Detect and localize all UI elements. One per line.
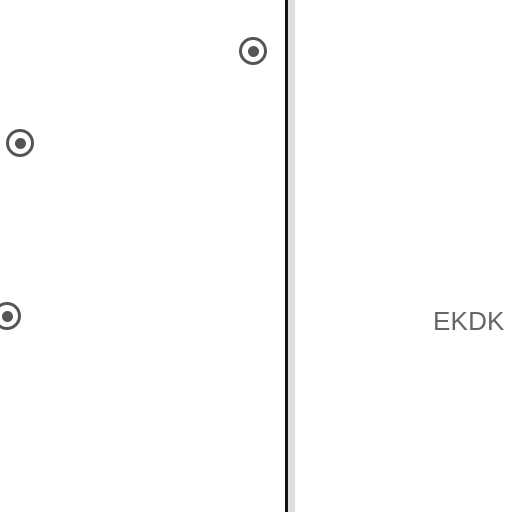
pane-divider-shadow <box>288 0 295 512</box>
radio-button-selected-icon[interactable] <box>0 302 21 330</box>
radio-button-selected-icon[interactable] <box>6 129 34 157</box>
partial-label: EKDK I <box>433 306 512 336</box>
pane-divider[interactable] <box>285 0 288 512</box>
left-pane <box>0 37 267 330</box>
radio-button-selected-icon[interactable] <box>239 37 267 65</box>
right-pane: EKDK I <box>295 0 512 512</box>
